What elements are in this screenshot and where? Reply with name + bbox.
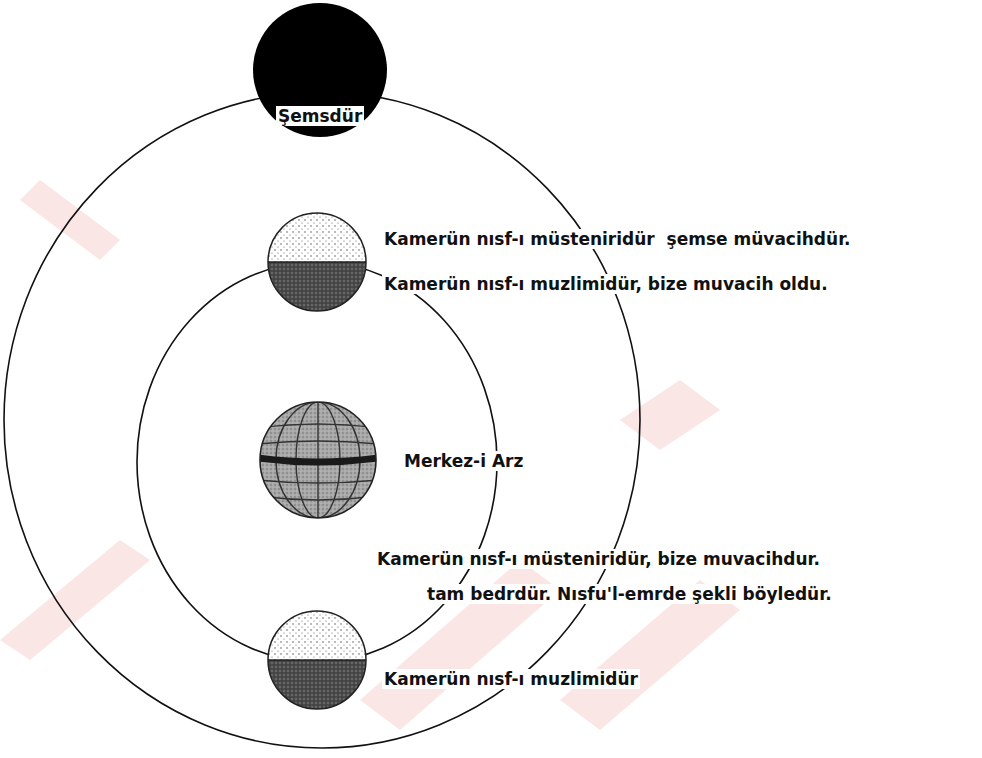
moon-node: Kamerün nısf-ı müsteniridür şemse müvaci…: [267, 212, 367, 312]
sun-orbit: [4, 92, 640, 748]
note-text: Kamerün nısf-ı müsteniridür şemse müvaci…: [382, 229, 853, 249]
moon-node: Kamerün nısf-ı müsteniridür, bize muvaci…: [267, 610, 367, 710]
note-text: Merkez-i Arz: [402, 451, 525, 471]
sun-node: Şemsdür: [252, 2, 388, 138]
sun-label: Şemsdür: [276, 106, 364, 126]
moon-symbol: [267, 212, 367, 312]
watermark: [0, 180, 740, 730]
note-text: Kamerün nısf-ı muzlimidür, bize muvacih …: [382, 274, 830, 294]
note-text: tam bedrdür. Nısfu'l-emrde şekli böyledü…: [425, 584, 834, 604]
moon-symbol: [267, 610, 367, 710]
earth-globe: [258, 400, 378, 520]
note-text: Kamerün nısf-ı müsteniridür, bize muvaci…: [375, 549, 822, 569]
note-text: Kamerün nısf-ı muzlimidür: [382, 669, 640, 689]
earth-node: Merkez-i Arz: [258, 400, 378, 520]
